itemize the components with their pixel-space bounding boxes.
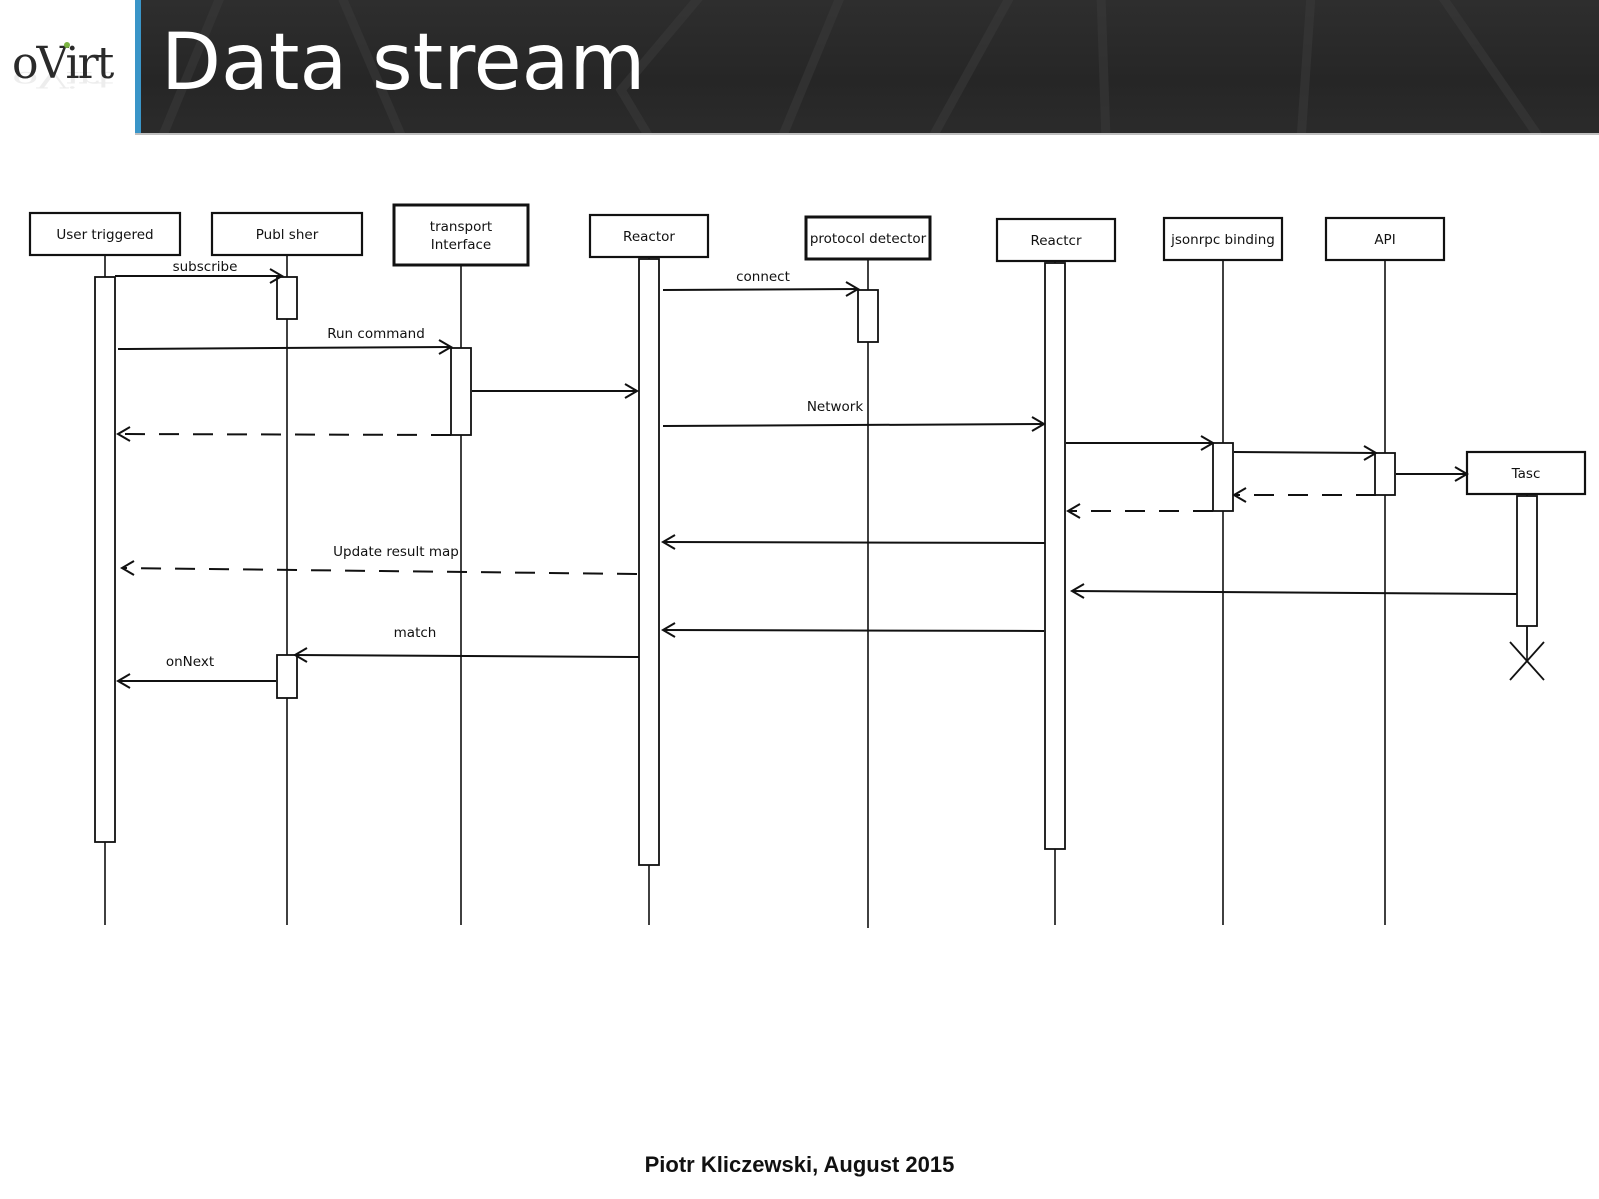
participant-box-task: [1465, 450, 1587, 496]
participant-label-jsonrpc: jsonrpc binding: [1170, 232, 1275, 248]
activation-bar-publisher: [276, 654, 298, 699]
activation-bar-user: [94, 276, 116, 843]
arrowhead-icon: [661, 534, 676, 550]
activation-bar-protocol: [857, 289, 879, 343]
activation-bar-api: [1374, 452, 1396, 496]
background-pattern: [158, 0, 1544, 135]
arrowhead-icon: [438, 339, 453, 355]
arrowhead-icon: [1232, 487, 1247, 503]
participant-box-protocol: [804, 215, 932, 261]
activation-bar-reactor1: [638, 258, 660, 866]
participant-box-api: [1324, 216, 1446, 262]
message-label: onNext: [166, 654, 214, 670]
message-arrow: [1071, 590, 1518, 595]
participant-box-reactor1: [588, 213, 710, 259]
participant-label-publisher: Publ sher: [256, 227, 319, 243]
activation-bar-transport: [450, 347, 472, 436]
message-arrow: [294, 654, 640, 658]
participant-label-task: Tasc: [1511, 466, 1541, 482]
accent-bar: [135, 0, 141, 135]
arrowhead-icon: [661, 622, 676, 638]
activation-bar-task: [1516, 495, 1538, 627]
arrowhead-icon: [293, 647, 308, 663]
message-label: Update result map: [333, 544, 459, 560]
message-label: Run command: [327, 326, 425, 342]
slide-footer: Piotr Kliczewski, August 2015: [644, 1152, 955, 1177]
arrowhead-icon: [1031, 416, 1046, 432]
participant-box-reactor2: [995, 217, 1117, 263]
activation-bar-jsonrpc: [1212, 442, 1234, 512]
message-arrow: [121, 567, 638, 575]
participant-label-user: User triggered: [56, 227, 153, 243]
arrowhead-icon: [116, 673, 131, 689]
participant-label-transport: transport: [430, 219, 492, 235]
message-label: connect: [736, 269, 790, 285]
arrowhead-icon: [624, 383, 639, 399]
header-divider: [135, 133, 1599, 135]
message-arrow: [1233, 451, 1377, 454]
arrowhead-icon: [116, 426, 131, 442]
arrowhead-icon: [845, 281, 860, 297]
message-label: subscribe: [173, 259, 238, 275]
slide-title: Data stream: [161, 18, 646, 108]
participant-label-reactor2: Reactcr: [1030, 233, 1081, 249]
destroy-x-icon: [1509, 641, 1545, 681]
arrowhead-icon: [1070, 583, 1085, 599]
message-label: match: [394, 625, 437, 641]
participant-box-user: [28, 211, 182, 257]
message-arrow: [662, 629, 1045, 632]
participant-box-transport: [392, 203, 530, 267]
arrowhead-icon: [1066, 503, 1081, 519]
arrowhead-icon: [1200, 435, 1215, 451]
message-arrow: [662, 541, 1046, 544]
arrowhead-icon: [1363, 445, 1378, 461]
participant-label-reactor1: Reactor: [623, 229, 675, 245]
participant-box-jsonrpc: [1162, 216, 1284, 262]
logo-text: oVirt: [12, 38, 114, 89]
participant-box-publisher: [210, 211, 364, 257]
message-arrow: [662, 288, 859, 291]
arrowhead-icon: [1454, 466, 1469, 482]
logo-dot-icon: [64, 42, 70, 48]
activation-bar-reactor2: [1044, 262, 1066, 850]
message-arrow: [662, 423, 1045, 427]
activation-bar-publisher: [276, 276, 298, 320]
participant-label-api: API: [1374, 232, 1395, 248]
message-arrow: [117, 346, 452, 350]
ovirt-logo: oVirt oVirt: [0, 0, 135, 135]
participant-label-transport: Interface: [431, 237, 491, 253]
title-bar: Data stream: [141, 0, 1599, 135]
arrowhead-icon: [269, 268, 284, 284]
slide-header: oVirt oVirt Data stream: [0, 0, 1599, 135]
message-label: Network: [807, 399, 864, 415]
participant-label-protocol: protocol detector: [810, 231, 927, 247]
message-arrow: [117, 433, 452, 436]
arrowhead-icon: [120, 560, 135, 576]
